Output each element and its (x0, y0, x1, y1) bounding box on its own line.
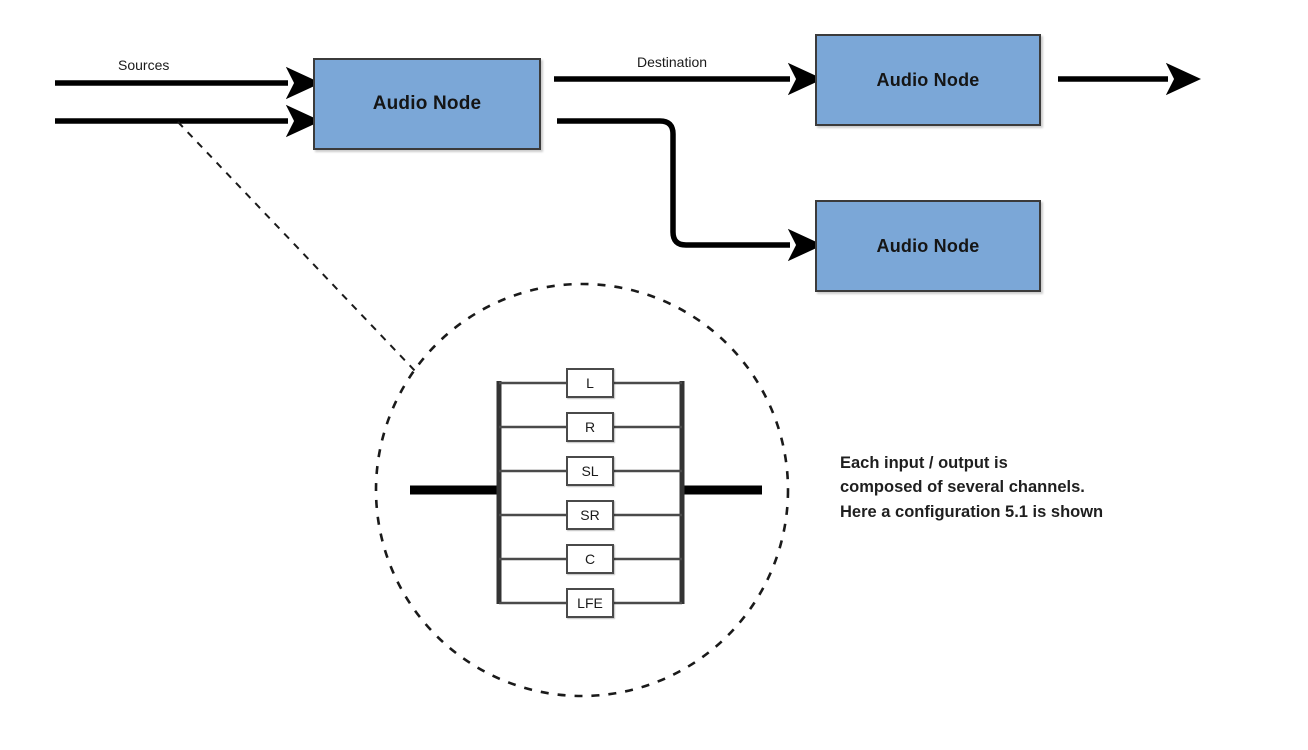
channel-label-sl: SL (581, 463, 599, 479)
arrow-destination-bottom-elbow (557, 118, 823, 262)
channel-label-r: R (584, 419, 596, 435)
annotation-line-3: Here a configuration 5.1 is shown (840, 502, 1104, 521)
caption-destination: Destination (637, 54, 708, 70)
audio-node-source[interactable]: Audio Node (313, 58, 541, 150)
channel-box-r[interactable]: R (566, 412, 614, 442)
channel-box-sl[interactable]: SL (566, 456, 614, 486)
channel-label-lfe: LFE (577, 595, 603, 611)
annotation-line-2: composed of several channels. (840, 478, 1085, 497)
channel-box-sr[interactable]: SR (566, 500, 614, 530)
channel-label-sr: SR (580, 507, 600, 523)
channel-box-c[interactable]: C (566, 544, 614, 574)
channel-label-l: L (586, 375, 594, 391)
audio-node-destination-bottom-label: Audio Node (876, 235, 980, 256)
channel-box-l[interactable]: L (566, 368, 614, 398)
audio-node-destination-bottom[interactable]: Audio Node (815, 200, 1041, 292)
channel-wires (499, 381, 682, 605)
channel-label-c: C (584, 551, 596, 567)
annotation-line-1: Each input / output is (840, 454, 1008, 472)
caption-sources: Sources (118, 57, 170, 73)
magnifier-circle (374, 282, 790, 698)
channel-box-lfe[interactable]: LFE (566, 588, 614, 618)
audio-node-source-label: Audio Node (372, 93, 482, 114)
audio-node-destination-top[interactable]: Audio Node (815, 34, 1041, 126)
audio-node-destination-top-label: Audio Node (876, 69, 980, 90)
callout-leader-line (177, 121, 417, 373)
annotation-text-block: Each input / output is composed of sever… (840, 451, 1170, 524)
